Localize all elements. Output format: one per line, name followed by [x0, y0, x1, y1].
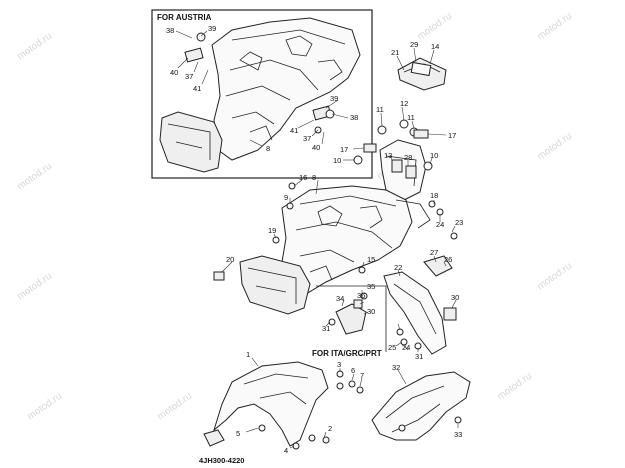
callout: 18 — [430, 191, 438, 200]
fender-bolts — [272, 182, 458, 274]
callout: 31 — [415, 352, 423, 361]
rear-flap — [383, 255, 453, 355]
watermark: motod.ru — [15, 161, 54, 193]
tail-bracket-assembly — [353, 119, 433, 201]
callout: 11 — [407, 113, 415, 122]
callout: 38 — [350, 113, 358, 122]
callout: 9 — [284, 193, 288, 202]
front-fender-variant — [371, 371, 471, 441]
callout: 14 — [431, 42, 439, 51]
ita-inset — [316, 285, 387, 352]
watermark: motod.ru — [25, 391, 64, 423]
front-fender — [203, 361, 329, 447]
austria-callouts: 38 39 40 37 41 8 39 38 41 37 40 — [166, 24, 358, 153]
callout: 2 — [328, 424, 332, 433]
callout: 23 — [455, 218, 463, 227]
callout: 37 — [303, 134, 311, 143]
callout: 35 — [367, 282, 375, 291]
callout: 34 — [336, 294, 344, 303]
watermark: motod.ru — [155, 391, 194, 423]
austria-inset-frame — [151, 9, 373, 179]
callout: 11 — [376, 105, 384, 114]
callout: 19 — [268, 226, 276, 235]
callout: 8 — [266, 144, 270, 153]
ita-caption: FOR ITA/GRC/PRT — [312, 349, 382, 358]
austria-license-bracket — [159, 111, 223, 173]
austria-caption: FOR AUSTRIA — [157, 13, 212, 22]
callout: 36 — [357, 291, 365, 300]
callout: 22 — [394, 263, 402, 272]
callout: 41 — [290, 126, 298, 135]
callout: 5 — [236, 429, 240, 438]
callout: 31 — [322, 324, 330, 333]
callout: 20 — [226, 255, 234, 264]
callout: 3 — [337, 360, 341, 369]
callout: 1 — [246, 350, 250, 359]
watermark: motod.ru — [535, 131, 574, 163]
callout: 26 — [444, 255, 452, 264]
callout: 30 — [367, 307, 375, 316]
flap-fasteners — [396, 307, 457, 350]
callout: 39 — [208, 24, 216, 33]
license-plate-bracket — [213, 255, 311, 315]
callout: 24 — [436, 220, 444, 229]
callout: 10 — [430, 151, 438, 160]
watermark: motod.ru — [535, 11, 574, 43]
watermark: motod.ru — [415, 11, 454, 43]
callout: 37 — [185, 72, 193, 81]
watermark: motod.ru — [535, 261, 574, 293]
callout: 4 — [284, 446, 288, 455]
callout: 25 — [388, 343, 396, 352]
callout: 30 — [451, 293, 459, 302]
front-fender-bolts — [258, 370, 364, 450]
callout: 6 — [351, 366, 355, 375]
callout: 40 — [170, 68, 178, 77]
callout: 17 — [448, 131, 456, 140]
callout: 39 — [330, 94, 338, 103]
austria-reflector-parts — [184, 32, 335, 134]
seat-lock-parts — [397, 57, 447, 91]
callout: 16 — [299, 173, 307, 182]
watermark: motod.ru — [495, 371, 534, 403]
callout: 15 — [367, 255, 375, 264]
callout: 7 — [360, 371, 364, 380]
callout: 8 — [312, 173, 316, 182]
callout: 27 — [430, 248, 438, 257]
callout: 28 — [404, 153, 412, 162]
watermark: motod.ru — [15, 271, 54, 303]
callout: 17 — [340, 145, 348, 154]
diagram-code: 4JH300-4220 — [199, 456, 244, 465]
callout: 38 — [166, 26, 174, 35]
austria-rear-fender — [211, 17, 361, 161]
callout: 21 — [391, 48, 399, 57]
callout: 13 — [384, 151, 392, 160]
callout: 33 — [454, 430, 462, 439]
watermark: motod.ru — [15, 31, 54, 63]
callout: 32 — [392, 363, 400, 372]
callout: 41 — [193, 84, 201, 93]
callout: 29 — [410, 40, 418, 49]
callout: 12 — [400, 99, 408, 108]
callout: 40 — [312, 143, 320, 152]
callout: 10 — [333, 156, 341, 165]
callout: 24 — [402, 343, 410, 352]
rear-fender-main — [281, 185, 431, 295]
